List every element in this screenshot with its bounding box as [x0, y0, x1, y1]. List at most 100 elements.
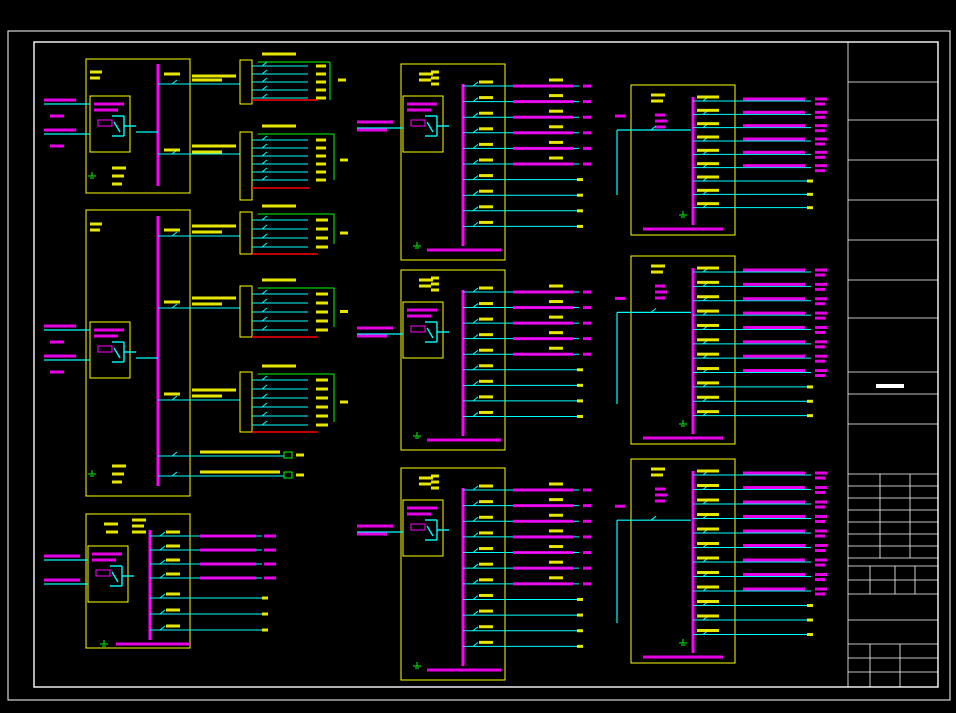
label-mark	[697, 122, 719, 126]
breaker-contact	[261, 215, 268, 221]
label-mark	[479, 593, 493, 597]
label-mark	[513, 337, 573, 341]
label-mark	[112, 472, 124, 476]
breaker-contact	[472, 365, 479, 371]
label-mark	[697, 585, 719, 589]
label-mark	[807, 399, 813, 403]
label-mark	[262, 204, 296, 208]
breaker-contact	[472, 175, 479, 180]
ats-contact	[111, 571, 119, 583]
label-mark	[549, 560, 563, 564]
label-mark	[44, 554, 80, 558]
label-mark	[479, 484, 493, 488]
label-mark	[431, 70, 439, 74]
label-mark	[577, 178, 583, 182]
breaker-contact	[261, 151, 268, 157]
label-mark	[164, 72, 180, 76]
label-mark	[513, 131, 573, 135]
label-mark	[577, 414, 583, 418]
label-mark	[807, 179, 813, 183]
label-mark	[815, 273, 825, 277]
label-mark	[50, 144, 64, 148]
breaker-contact	[472, 112, 479, 118]
sub-box	[239, 211, 253, 255]
panel-box	[630, 84, 736, 236]
label-mark	[743, 325, 805, 329]
label-mark	[200, 562, 256, 566]
breaker-contact	[472, 190, 479, 196]
label-mark	[743, 529, 805, 533]
label-mark	[479, 625, 493, 629]
label-mark	[743, 124, 805, 128]
label-mark	[697, 338, 719, 342]
label-mark	[513, 115, 573, 119]
label-mark	[655, 113, 665, 117]
label-mark	[316, 236, 328, 240]
label-mark	[316, 146, 326, 150]
label-mark	[643, 655, 723, 659]
panel-mid-2	[357, 269, 591, 451]
label-mark	[316, 170, 326, 174]
label-mark	[192, 394, 222, 398]
label-mark	[94, 328, 124, 332]
label-mark	[583, 551, 591, 555]
label-mark	[815, 330, 825, 334]
label-mark	[583, 582, 591, 586]
label-mark	[815, 578, 825, 581]
label-mark	[815, 282, 827, 286]
label-mark	[479, 127, 493, 131]
label-mark	[90, 76, 100, 80]
label-mark	[583, 352, 591, 356]
label-mark	[407, 308, 437, 312]
label-mark	[549, 156, 563, 160]
label-mark	[743, 354, 805, 358]
label-mark	[583, 519, 591, 523]
label-mark	[807, 385, 813, 389]
label-mark	[513, 146, 573, 150]
label-mark	[316, 178, 326, 182]
label-mark	[743, 573, 805, 576]
label-mark	[549, 346, 563, 350]
label-mark	[316, 138, 326, 142]
breaker-contact	[261, 159, 268, 165]
breaker-contact	[159, 573, 166, 579]
breaker-contact	[159, 545, 166, 551]
label-mark	[192, 388, 236, 392]
label-mark	[815, 110, 827, 114]
ats-box	[402, 95, 444, 153]
label-mark	[743, 340, 805, 344]
label-mark	[549, 315, 563, 319]
label-mark	[340, 231, 348, 235]
label-mark	[697, 188, 719, 192]
label-mark	[479, 220, 493, 224]
breaker-contact	[650, 308, 657, 313]
label-mark	[815, 102, 825, 106]
breaker-contact	[472, 206, 479, 212]
ats-contact	[113, 121, 121, 133]
label-mark	[549, 284, 563, 288]
label-mark	[316, 405, 328, 409]
label-mark	[815, 302, 825, 306]
ground-symbol	[413, 242, 421, 249]
panel-mid-1	[357, 63, 591, 261]
label-mark	[338, 78, 346, 82]
label-mark	[697, 162, 719, 166]
label-mark	[743, 515, 805, 518]
label-mark	[316, 227, 328, 231]
label-mark	[479, 395, 493, 399]
label-mark	[192, 302, 222, 306]
label-mark	[44, 578, 80, 582]
label-mark	[104, 522, 118, 526]
label-mark	[583, 504, 591, 508]
breaker-contact	[261, 175, 268, 181]
breaker-contact	[261, 167, 268, 173]
label-mark	[112, 174, 124, 178]
label-mark	[807, 633, 813, 636]
label-mark	[419, 482, 431, 486]
label-mark	[316, 64, 326, 68]
label-mark	[743, 500, 805, 504]
label-mark	[815, 505, 825, 509]
breaker-contact	[472, 516, 479, 522]
label-mark	[479, 111, 493, 115]
